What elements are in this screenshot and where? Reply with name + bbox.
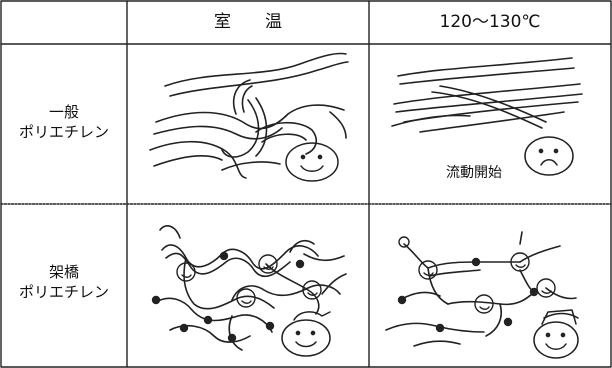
row-label-crosslinked-line2: ポリエチレン [18,283,109,302]
monomer-face-icon-h [536,278,556,298]
worried-face-icon-flow-start [524,136,574,176]
row-label-crosslinked-pe: 架橋 ポリエチレン [1,262,127,303]
grinning-face-icon-heated [533,309,579,359]
header-room-temperature: 室 温 [214,12,282,32]
row-label-general-line2: ポリエチレン [18,123,109,142]
monomer-face-icon-f [510,252,530,272]
smiley-face-icon-room-temp-1 [285,142,339,182]
row-label-general-pe: 一般 ポリエチレン [1,102,127,143]
monomer-face-icon-e [418,260,438,280]
monomer-face-icon-c [236,288,256,308]
row-label-general-line1: 一般 [48,103,79,121]
monomer-end-bead [398,236,410,248]
general-pe-room-temp-fibers [149,52,349,179]
row-label-crosslinked-line1: 架橋 [48,263,79,281]
crosslinked-pe-heated-network [385,231,579,347]
crosslinked-pe-room-temp-network [155,225,347,351]
monomer-face-icon-b [258,254,278,274]
monomer-face-icon-d [302,280,322,300]
crosslink-monomer-faces-room-temp [151,251,322,343]
flow-start-annotation: 流動開始 [446,165,502,181]
monomer-face-icon-a [176,262,196,282]
header-high-temperature: 120〜130℃ [439,12,541,32]
general-pe-heated-fibers [391,57,583,133]
smiley-face-icon-room-temp-2 [281,311,331,357]
crosslink-monomer-faces-heated [397,236,556,333]
monomer-face-icon-g [474,294,494,314]
